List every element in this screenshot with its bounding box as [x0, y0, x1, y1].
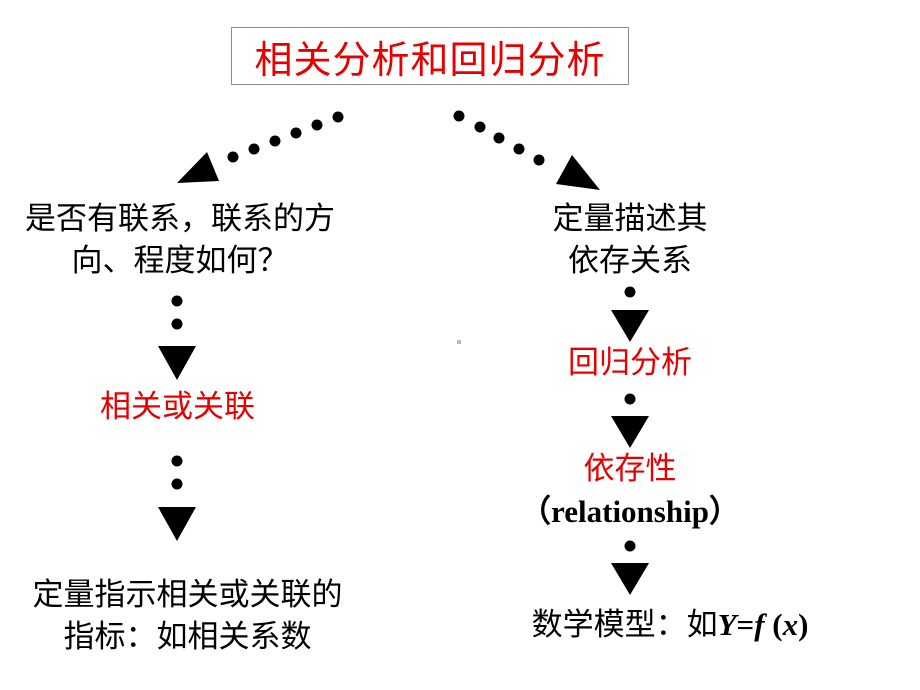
math-model-prefix: 数学模型：如 [531, 607, 718, 643]
right-term-regression: 回归分析 [568, 345, 692, 381]
math-model-open-paren: ( [764, 607, 783, 642]
math-model-close-paren: ) [798, 607, 809, 642]
center-speck [457, 340, 461, 344]
left-result-line-1: 定量指示相关或关联的 [32, 577, 343, 613]
right-description-line-1: 定量描述其 [552, 201, 708, 237]
right-description-line-2: 依存关系 [568, 243, 692, 279]
diagram-title: 相关分析和回归分析 [231, 27, 629, 85]
math-model-equals: = [736, 607, 755, 642]
arrow-right-2 [611, 393, 649, 448]
arrow-right-3 [611, 540, 649, 595]
right-concept-dependence: 依存性 [583, 451, 677, 487]
right-description: 定量描述其 依存关系 [520, 198, 740, 282]
math-model-y: Y [717, 607, 737, 642]
right-concept-english: （relationship） [520, 494, 740, 529]
math-model-x: x [782, 607, 799, 642]
left-result: 定量指示相关或关联的 指标：如相关系数 [5, 574, 370, 658]
left-question-line-1: 是否有联系，联系的方 [25, 201, 335, 237]
dotted-arrow-top-left [177, 111, 344, 183]
left-question-line-2: 向、程度如何？ [71, 243, 289, 279]
dotted-arrow-top-right [453, 110, 600, 190]
dotted-arrow-left-1 [158, 295, 196, 380]
left-question: 是否有联系，联系的方 向、程度如何？ [10, 198, 350, 282]
left-term-correlation: 相关或关联 [100, 389, 255, 425]
right-math-model: 数学模型：如Y=f (x) [490, 604, 850, 646]
dotted-arrow-left-2 [158, 455, 196, 541]
math-model-f: f [754, 607, 765, 642]
left-result-line-2: 指标：如相关系数 [63, 619, 312, 655]
arrow-right-1 [611, 286, 649, 342]
